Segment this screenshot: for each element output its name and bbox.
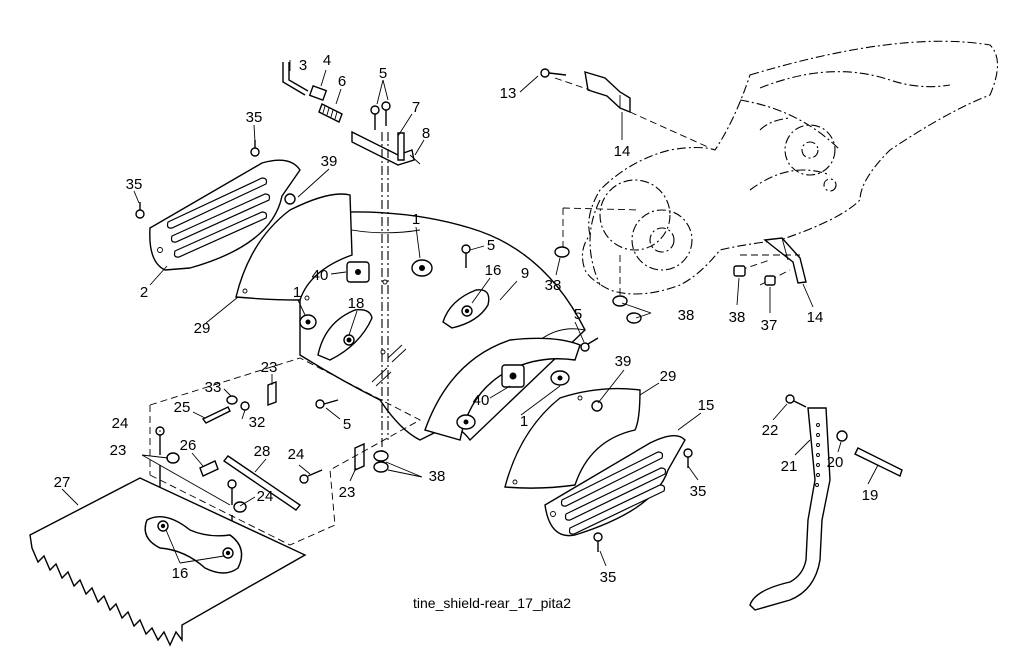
callout-39: 39 bbox=[615, 353, 632, 370]
callout-27: 27 bbox=[54, 474, 71, 491]
tine-blade-part-27 bbox=[29, 477, 307, 647]
shield-flap-left bbox=[317, 308, 373, 361]
callout-37: 37 bbox=[761, 317, 778, 334]
callout-29: 29 bbox=[660, 368, 677, 385]
callout-24: 24 bbox=[112, 415, 129, 432]
callout-23: 23 bbox=[261, 359, 278, 376]
callout-24: 24 bbox=[257, 488, 274, 505]
callout-16: 16 bbox=[172, 565, 189, 582]
side-panel-part-2 bbox=[149, 159, 301, 271]
callout-32: 32 bbox=[249, 414, 266, 431]
callout-35: 35 bbox=[246, 109, 263, 126]
callout-23: 23 bbox=[339, 484, 356, 501]
callout-5: 5 bbox=[343, 416, 351, 433]
callout-38: 38 bbox=[729, 309, 746, 326]
callout-5: 5 bbox=[487, 237, 495, 254]
callout-35: 35 bbox=[126, 176, 143, 193]
callout-14: 14 bbox=[807, 309, 824, 326]
side-shield-part-29-right bbox=[504, 387, 641, 489]
callout-2: 2 bbox=[140, 284, 148, 301]
depth-bar-assembly bbox=[282, 62, 421, 166]
callout-5: 5 bbox=[574, 306, 582, 323]
callout-40: 40 bbox=[312, 267, 329, 284]
hardware-nuts bbox=[135, 140, 693, 552]
callout-24: 24 bbox=[288, 446, 305, 463]
callout-38: 38 bbox=[678, 307, 695, 324]
callout-1: 1 bbox=[520, 413, 528, 430]
callout-26: 26 bbox=[180, 437, 197, 454]
callout-14: 14 bbox=[614, 143, 631, 160]
callout-4: 4 bbox=[323, 52, 331, 69]
callout-39: 39 bbox=[321, 153, 338, 170]
callout-5: 5 bbox=[379, 65, 387, 82]
callout-28: 28 bbox=[254, 443, 271, 460]
tiller-body bbox=[581, 40, 999, 295]
callout-6: 6 bbox=[338, 73, 346, 90]
callout-25: 25 bbox=[174, 399, 191, 416]
depth-stick-part-21 bbox=[749, 394, 848, 611]
callout-19: 19 bbox=[862, 487, 879, 504]
callout-13: 13 bbox=[500, 85, 517, 102]
callout-18: 18 bbox=[348, 295, 365, 312]
callout-16: 16 bbox=[485, 262, 502, 279]
callout-35: 35 bbox=[690, 483, 707, 500]
lower-dashed-box bbox=[149, 357, 421, 546]
callout-33: 33 bbox=[205, 379, 222, 396]
mount-bracket-part-14-lower bbox=[763, 237, 807, 284]
callout-9: 9 bbox=[521, 265, 529, 282]
callout-40: 40 bbox=[473, 392, 490, 409]
leader-lines bbox=[61, 60, 879, 567]
callout-38: 38 bbox=[429, 468, 446, 485]
callout-20: 20 bbox=[827, 454, 844, 471]
callout-1: 1 bbox=[293, 284, 301, 301]
callout-38: 38 bbox=[545, 277, 562, 294]
mount-bracket-part-14-upper bbox=[540, 68, 631, 114]
mounting-guide-lines bbox=[554, 77, 800, 300]
callout-7: 7 bbox=[412, 99, 420, 116]
figure-caption: tine_shield-rear_17_pita2 bbox=[413, 595, 571, 611]
callout-21: 21 bbox=[781, 458, 798, 475]
side-shield-part-29-left bbox=[235, 193, 353, 301]
lower-hardware bbox=[155, 380, 323, 525]
callout-3: 3 bbox=[299, 57, 307, 74]
callout-1: 1 bbox=[412, 211, 420, 228]
callout-35: 35 bbox=[600, 569, 617, 586]
callout-23: 23 bbox=[110, 442, 127, 459]
callout-22: 22 bbox=[762, 422, 779, 439]
clevis-pin-part-19 bbox=[854, 447, 903, 477]
callout-8: 8 bbox=[422, 125, 430, 142]
callout-15: 15 bbox=[698, 397, 715, 414]
callout-29: 29 bbox=[194, 320, 211, 337]
callout-labels: 3 4 5 6 7 8 35 39 35 1 5 16 9 2 40 1 18 … bbox=[54, 52, 879, 586]
hole-plate-16-upper bbox=[442, 289, 490, 329]
side-panel-part-15 bbox=[544, 435, 686, 537]
